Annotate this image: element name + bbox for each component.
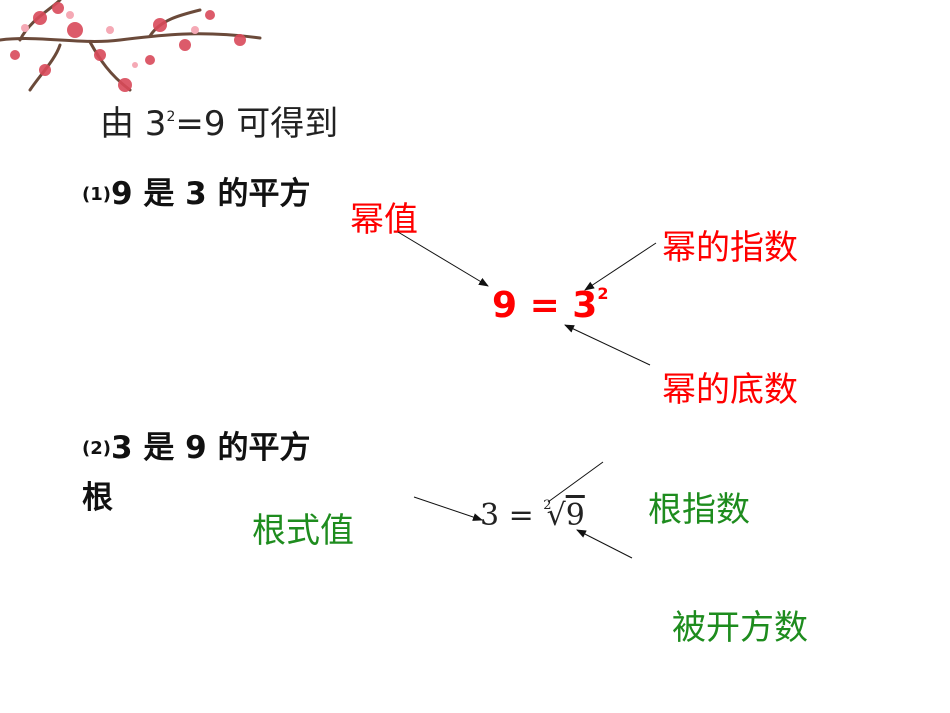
equation-power-exponent: 2	[597, 284, 609, 303]
label-root-index: 根指数	[648, 490, 750, 530]
item-2-continuation: 根	[82, 480, 113, 516]
arrow-power-exponent	[584, 242, 657, 291]
intro-suffix: =9 可得到	[175, 104, 339, 144]
equation-root: 3 = 2√9	[480, 498, 585, 533]
intro-prefix: 由 3	[100, 104, 167, 144]
label-power-value: 幂值	[350, 200, 418, 240]
arrow-root-value	[413, 496, 483, 521]
plum-blossom-branch-icon	[0, 0, 262, 92]
equation-power-main: 9 = 3	[492, 285, 598, 326]
item-1-number: (1)	[82, 184, 111, 205]
item-1: (1)9 是 3 的平方	[82, 168, 311, 213]
label-root-value: 根式值	[252, 511, 354, 551]
arrow-root-index	[547, 461, 604, 503]
label-radicand: 被开方数	[672, 608, 808, 648]
label-power-exponent: 幂的指数	[662, 228, 798, 268]
item-2: (2)3 是 9 的平方	[82, 422, 311, 467]
item-2-text: 3 是 9 的平方	[110, 430, 311, 466]
radicand-value: 9	[565, 498, 585, 533]
item-2-number: (2)	[82, 438, 111, 459]
arrow-power-base	[564, 324, 651, 366]
radical-sign: √	[546, 498, 566, 533]
intro-line: 由 32=9 可得到	[100, 96, 338, 145]
intro-superscript: 2	[166, 109, 176, 125]
item-1-text: 9 是 3 的平方	[110, 176, 311, 212]
equation-power: 9 = 32	[492, 284, 608, 326]
arrow-radicand	[576, 529, 633, 559]
arrow-power-value	[397, 231, 489, 287]
equation-root-lhs: 3 =	[480, 498, 544, 533]
root-index-value: 2	[543, 498, 552, 513]
label-power-base: 幂的底数	[662, 370, 798, 410]
